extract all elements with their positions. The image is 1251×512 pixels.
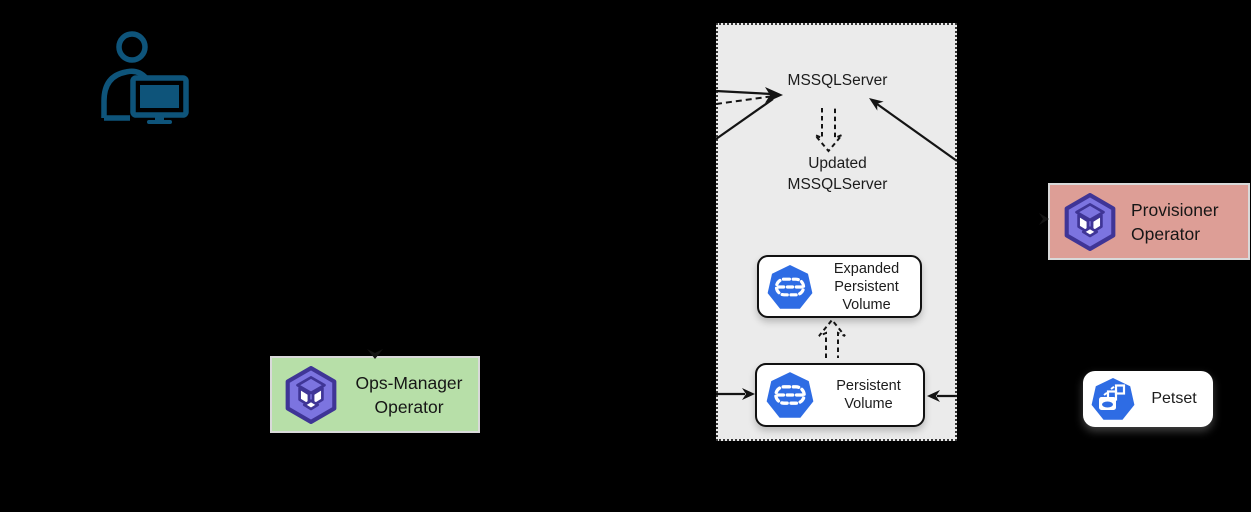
operator-cube-icon [1064,192,1116,251]
operator-cube-icon [285,365,337,424]
expanded-persistent-volume-node: Expanded Persistent Volume [757,255,922,318]
updated-label-line1: Updated [808,155,867,172]
persistent-volume-icon [767,264,813,309]
ops-manager-line1: Ops-Manager [355,372,463,393]
persistent-volume-node: Persistent Volume [755,363,925,427]
expanded-pv-label: Expanded Persistent Volume [813,260,920,314]
pv-line2: Volume [844,396,893,412]
provisioner-line2: Operator [1131,223,1201,244]
ops-manager-operator-box: Ops-Manager Operator [270,356,480,433]
pv-label: Persistent Volume [814,377,923,413]
user-at-computer-icon [101,31,189,124]
petset-node: Petset [1083,371,1213,427]
petset-icon [1091,378,1135,420]
ops-manager-line2: Operator [374,396,444,417]
ops-manager-label: Ops-Manager Operator [340,371,478,419]
mssqlserver-label: MSSQLServer [787,72,888,89]
provisioner-line1: Provisioner [1131,199,1219,220]
petset-label: Petset [1151,390,1197,407]
provisioner-operator-box: Provisioner Operator [1048,183,1250,260]
expanded-pv-line1: Expanded [833,260,900,277]
updated-label-line2: MSSQLServer [787,176,888,193]
expanded-pv-line3: Volume [842,296,891,313]
provisioner-label: Provisioner Operator [1119,198,1248,246]
pv-line1: Persistent [836,378,901,394]
updated-mssqlserver-label: Updated MSSQLServer [760,153,915,195]
expanded-pv-line2: Persistent [834,278,899,295]
persistent-volume-icon [766,372,814,418]
